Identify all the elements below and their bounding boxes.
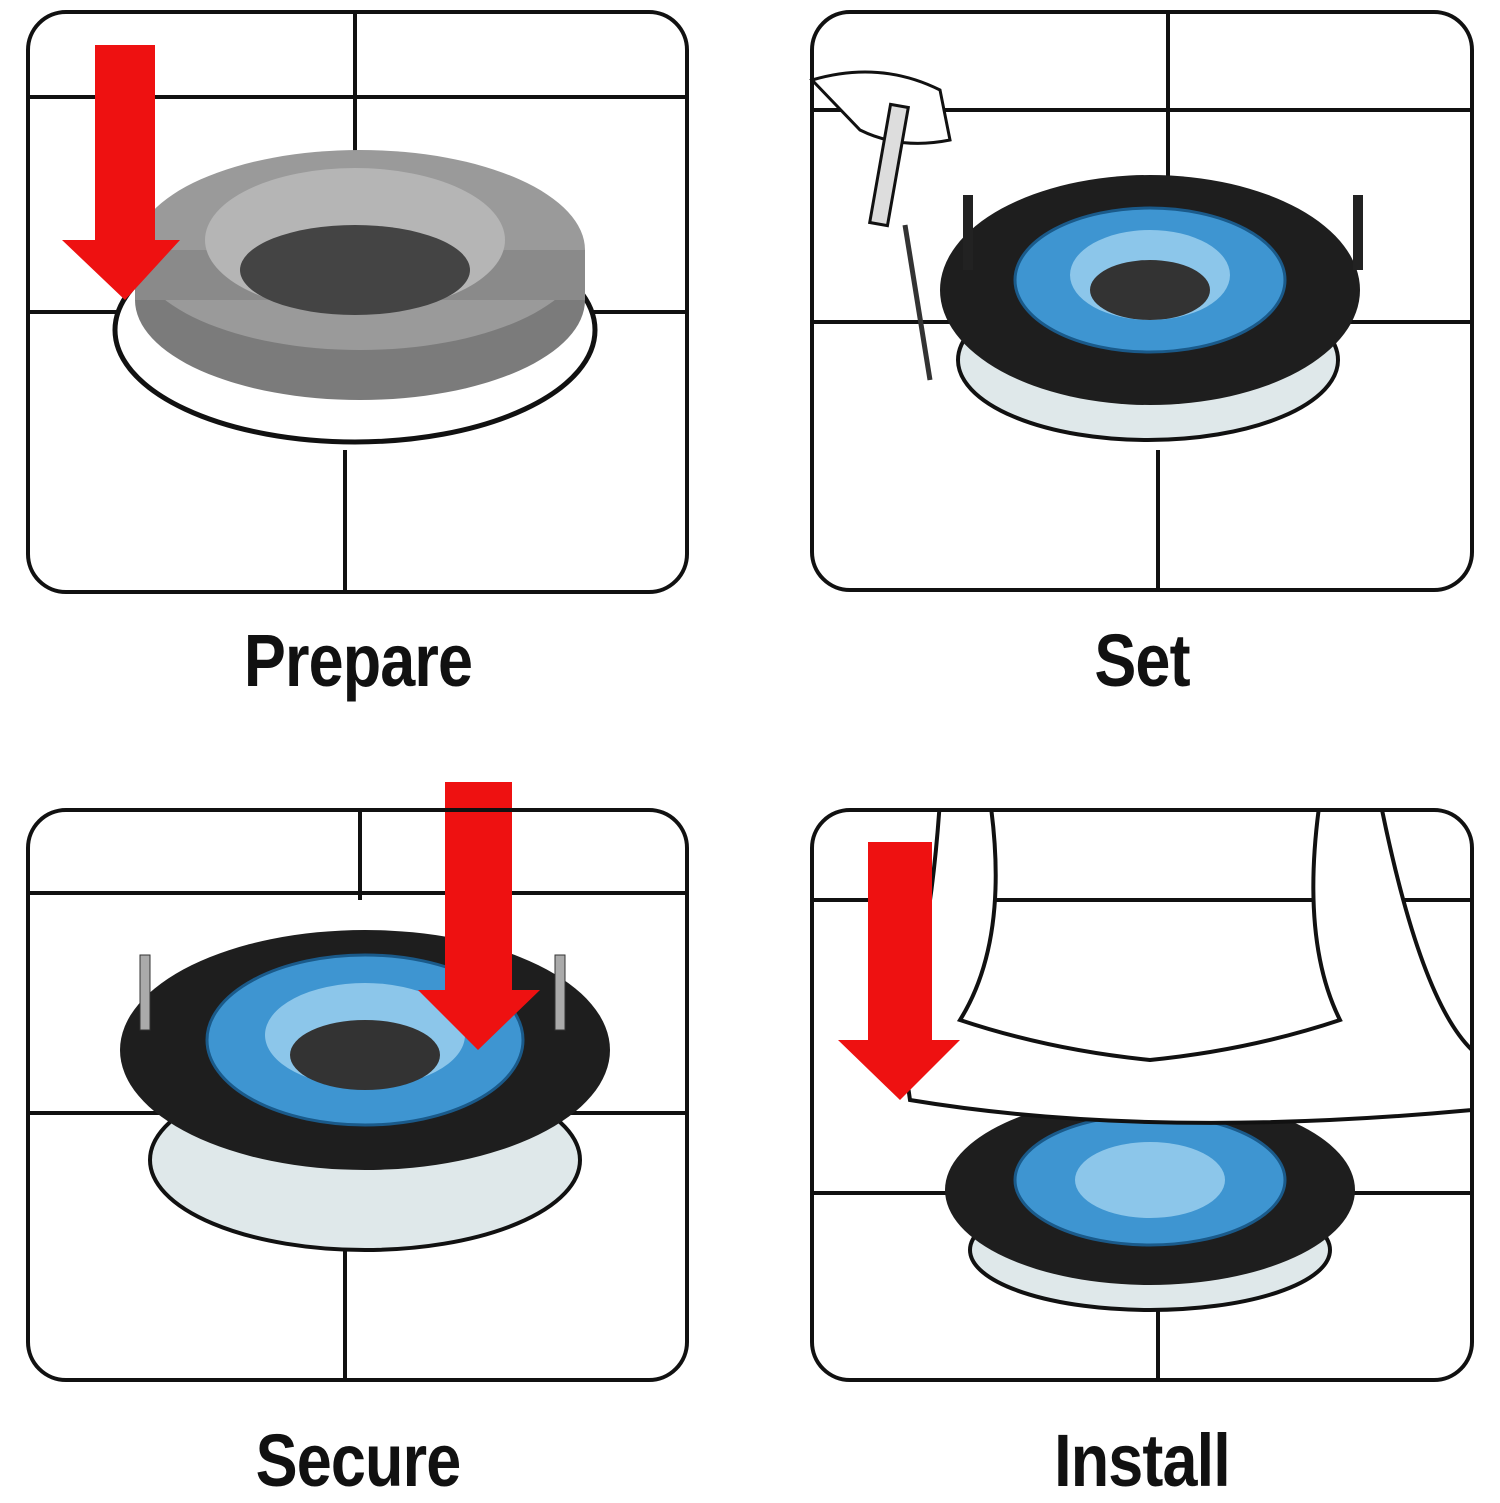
panel-secure: [26, 782, 689, 1382]
toilet-base-icon: [897, 810, 1472, 1125]
down-arrow-icon: [418, 782, 540, 1050]
screwdriver-icon: [809, 70, 952, 381]
down-arrow-icon: [62, 45, 180, 300]
wax-ring-icon: [112, 150, 598, 445]
down-arrow-icon: [838, 842, 960, 1100]
panel-prepare: [26, 10, 689, 594]
panel-set: [809, 10, 1474, 592]
flange-icon: [945, 1095, 1355, 1312]
step-label-set: Set: [1094, 619, 1190, 702]
panel-install: [810, 808, 1474, 1382]
step-label-secure: Secure: [255, 1419, 462, 1502]
flange-icon: [940, 175, 1363, 442]
flange-icon: [120, 930, 610, 1252]
step-label-install: Install: [1054, 1419, 1231, 1502]
step-label-prepare: Prepare: [243, 619, 473, 702]
